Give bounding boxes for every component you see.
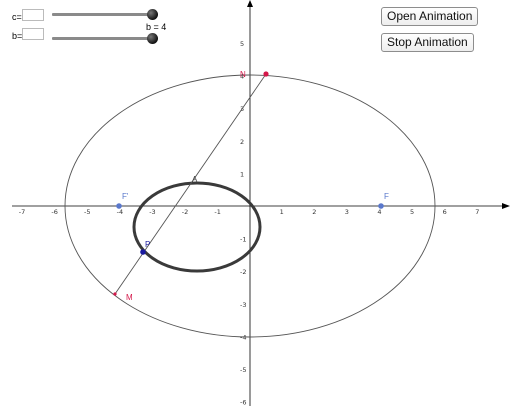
y-tick-8: -4 (240, 333, 246, 341)
x-tick-6: -1 (214, 208, 220, 216)
focus-f-prime-label: F' (122, 192, 129, 201)
x-tick-5: -2 (182, 208, 188, 216)
c-slider-label: c= 4 (12, 12, 30, 22)
x-tick-2: -5 (84, 208, 90, 216)
y-tick-5: -1 (240, 236, 246, 244)
b-slider-knob[interactable] (147, 33, 158, 44)
b-slider-track[interactable] (52, 37, 152, 40)
point-m-label: M (126, 293, 133, 302)
x-axis-arrow (502, 203, 510, 209)
x-tick-12: 6 (443, 208, 447, 216)
x-tick-7: 1 (280, 208, 284, 216)
open-animation-button[interactable]: Open Animation (381, 7, 479, 26)
point-p-label: P (145, 240, 150, 249)
x-tick-4: -3 (149, 208, 155, 216)
y-tick-6: -2 (240, 268, 246, 276)
y-tick-0: 5 (240, 40, 244, 48)
b-slider-label: b= 4 (12, 31, 30, 41)
large-ellipse (64, 74, 436, 338)
x-tick-9: 3 (345, 208, 349, 216)
x-tick-1: -6 (51, 208, 57, 216)
y-tick-4: 1 (240, 170, 244, 178)
point-n-label: N (240, 70, 246, 79)
focus-f-label: F (384, 192, 389, 201)
y-tick-7: -3 (240, 301, 246, 309)
x-tick-13: 7 (475, 208, 479, 216)
x-tick-10: 4 (377, 208, 381, 216)
y-tick-10: -6 (240, 399, 246, 407)
c-slider-track[interactable] (52, 13, 152, 16)
y-tick-1: 4 (240, 73, 244, 81)
small-circle (132, 181, 262, 273)
c-slider-knob[interactable] (147, 9, 158, 20)
b-value-field[interactable] (22, 28, 44, 40)
focus-f[interactable] (378, 203, 384, 209)
x-tick-11: 5 (410, 208, 414, 216)
y-tick-labels: 54321-1-2-3-4-5-6 (240, 40, 246, 407)
b-caption: b = 4 (146, 22, 167, 32)
y-tick-3: 2 (240, 138, 244, 146)
c-value-field[interactable] (22, 9, 44, 21)
x-tick-3: -4 (117, 208, 123, 216)
y-axis-arrow (247, 0, 253, 7)
stop-animation-button[interactable]: Stop Animation (381, 33, 474, 52)
focus-f-prime[interactable] (116, 203, 122, 209)
point-m[interactable] (113, 292, 117, 296)
x-tick-labels: -7 -6 -5 -4 -3 -2 -1 1 2 3 4 5 6 7 (19, 208, 480, 216)
segment-nm (114, 73, 267, 295)
y-tick-9: -5 (240, 366, 246, 374)
x-tick-8: 2 (312, 208, 316, 216)
point-p[interactable] (140, 249, 146, 255)
point-n[interactable] (263, 71, 269, 77)
point-a-label: A (192, 175, 198, 184)
x-tick-0: -7 (19, 208, 25, 216)
